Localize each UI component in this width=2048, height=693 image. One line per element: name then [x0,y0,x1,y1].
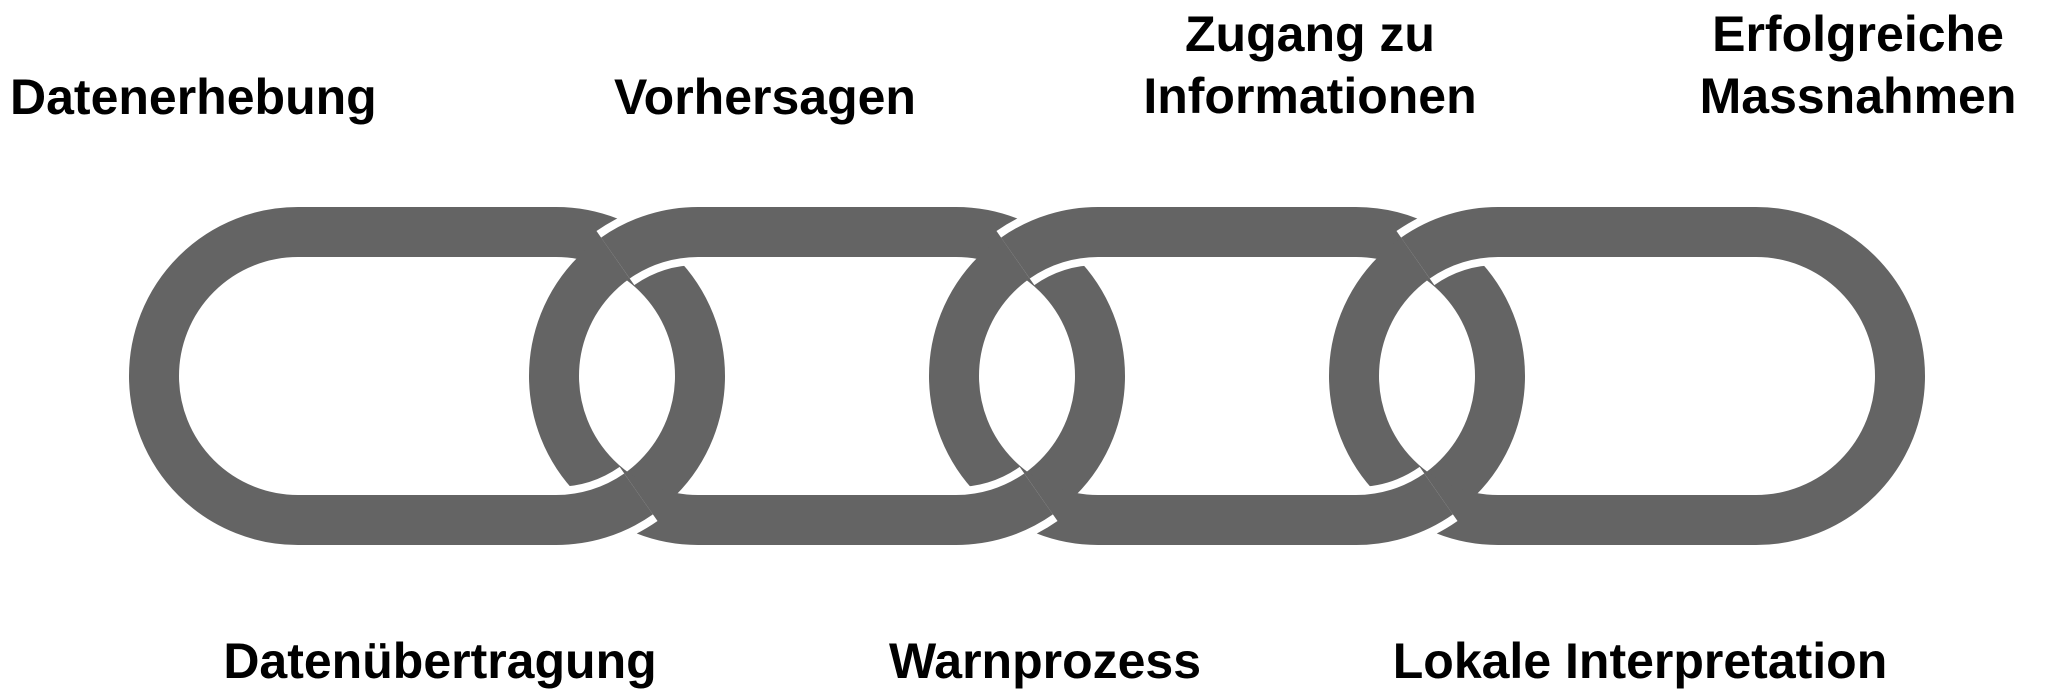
label-lokale-interpretation: Lokale Interpretation [1392,633,1888,689]
label-warnprozess: Warnprozess [888,633,1202,689]
label-datenerhebung: Datenerhebung [10,69,377,125]
link-over-arc [1001,207,1101,279]
link-over-arc [1401,207,1501,279]
chain-links [129,199,1925,553]
link-over-arc [953,473,1053,545]
chain-link [1329,207,1925,545]
link-over-arc [553,473,653,545]
link-over-arc [1353,473,1453,545]
label-zugang-zu-informationen: Zugang zu Informationen [1143,6,1477,124]
label-erfolgreiche-massnahmen: Erfolgreiche Massnahmen [1699,6,2017,124]
label-datenuebertragung: Datenübertragung [223,633,657,689]
label-vorhersagen: Vorhersagen [614,69,916,125]
link-over-arc [601,207,701,279]
